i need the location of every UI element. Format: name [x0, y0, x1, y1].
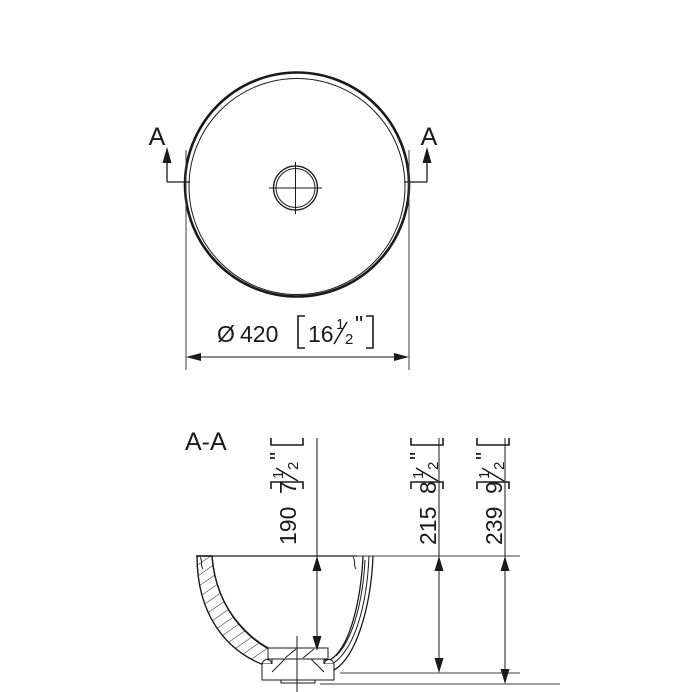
dim-239-imperial-unit: "	[471, 452, 497, 460]
dim-arrowhead-190-top	[312, 556, 322, 571]
dim-arrowhead-239-top	[500, 556, 510, 571]
imperial-bracket-215-close	[410, 438, 444, 446]
dim-215-frac-denominator: 2	[425, 462, 442, 470]
dim-215-frac-bar	[415, 467, 439, 482]
dim-190-imperial-unit: "	[265, 452, 291, 460]
dim-239-frac-bar	[481, 467, 505, 482]
dim-215-metric: 215	[415, 507, 441, 545]
dim-239-metric: 239	[481, 507, 507, 545]
diameter-symbol: Ø	[217, 321, 235, 347]
break-line-rim-right	[352, 556, 357, 570]
dim-190-frac-numerator: 1	[270, 471, 287, 479]
drain-skirt	[261, 664, 335, 681]
dim-215-imperial-unit: "	[405, 452, 431, 460]
dim-arrowhead-left	[186, 353, 201, 361]
section-view-group	[196, 438, 560, 692]
bowl-right-wall-highlight	[331, 555, 370, 665]
dimension-215-group	[410, 438, 444, 673]
dim-arrowhead-215-bottom	[434, 658, 444, 673]
drain-taper-left	[271, 658, 286, 673]
break-line-rim-left	[199, 556, 204, 570]
bowl-right-wall-highlight-inner	[335, 559, 366, 657]
dim-215-imperial-whole: 8	[415, 481, 441, 494]
section-arrowhead-left	[162, 147, 172, 163]
drain-lug-right	[323, 659, 335, 665]
drain-taper-right	[310, 658, 325, 673]
diameter-imperial-whole: 16	[308, 321, 334, 347]
dimension-215-text: 215 8 1 2 "	[405, 452, 442, 545]
dimension-239-text: 239 9 1 2 "	[471, 452, 508, 545]
dim-190-frac-denominator: 2	[285, 462, 302, 470]
dim-239-imperial-whole: 9	[481, 481, 507, 494]
dim-arrowhead-190-bottom	[312, 636, 322, 651]
basin-inner-circle	[188, 78, 406, 295]
drain-assembly	[261, 636, 335, 692]
diameter-dimension-group	[185, 150, 410, 370]
diameter-frac-bar	[333, 321, 348, 345]
dim-arrowhead-239-bottom	[500, 669, 510, 684]
imperial-bracket-215-open	[410, 481, 444, 489]
dim-239-frac-numerator: 1	[476, 471, 493, 479]
dim-arrowhead-right	[394, 353, 409, 361]
plan-view-group	[162, 71, 432, 370]
drain-flange-hatch-1	[284, 648, 297, 659]
diameter-metric-value: 420	[240, 321, 278, 347]
diameter-imperial-frac-numerator: 1	[336, 316, 344, 333]
dim-190-metric: 190	[275, 507, 301, 545]
dim-239-frac-denominator: 2	[491, 462, 508, 470]
dim-190-frac-bar	[275, 467, 299, 482]
dimension-190-text: 190 7 1 2 "	[265, 452, 302, 545]
dimension-239-group	[476, 438, 510, 684]
diameter-imperial-frac-denominator: 2	[345, 331, 353, 348]
imperial-bracket-open	[297, 315, 305, 349]
drain-lug-left	[261, 659, 273, 665]
drain-flange-hatch-2	[302, 648, 315, 659]
imperial-bracket-239-close	[476, 438, 510, 446]
dim-215-frac-numerator: 1	[410, 471, 427, 479]
imperial-bracket-190-open	[270, 481, 304, 489]
section-letter-left: A	[149, 123, 166, 151]
dimension-190-group	[270, 438, 322, 651]
drain-flange	[267, 647, 329, 660]
basin-outer-circle	[183, 71, 411, 298]
dim-arrowhead-215-top	[434, 556, 444, 571]
imperial-bracket-239-open	[476, 481, 510, 489]
diameter-dimension-text: Ø 420 16 1 2 "	[217, 311, 363, 348]
section-view-label: A-A	[185, 428, 227, 456]
section-mark-right	[404, 147, 432, 183]
section-arrowhead-right	[422, 147, 432, 163]
dim-190-imperial-whole: 7	[275, 481, 301, 494]
section-letter-right: A	[421, 123, 438, 151]
imperial-bracket-190-close	[270, 438, 304, 446]
imperial-bracket-close	[366, 315, 374, 349]
diameter-imperial-unit: "	[355, 311, 363, 337]
